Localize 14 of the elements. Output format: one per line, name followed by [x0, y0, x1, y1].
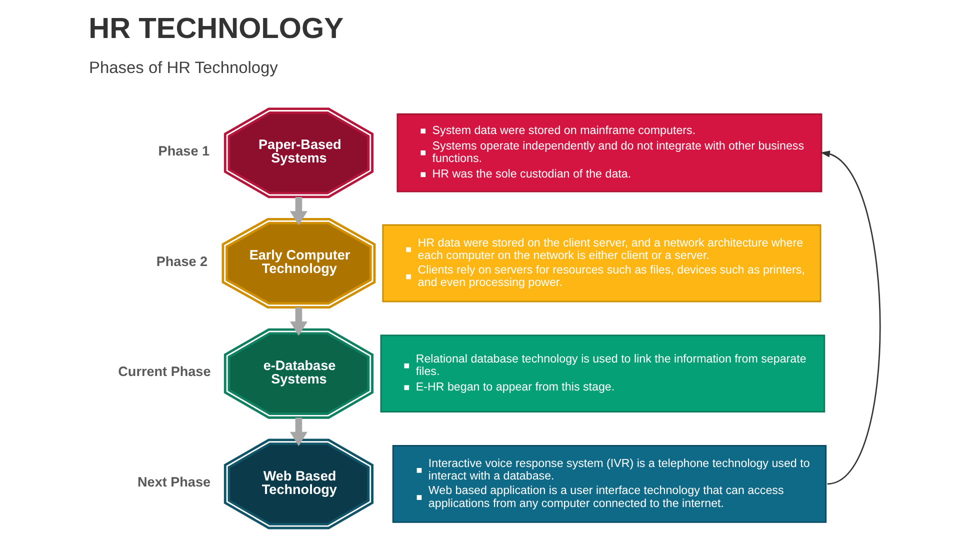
diagram-title: HR TECHNOLOGY [88, 13, 343, 46]
node-label: Next Phase [137, 474, 210, 490]
arrow [289, 197, 307, 226]
node-label: Current Phase [118, 364, 210, 380]
arrow [820, 150, 880, 485]
arrow [289, 418, 307, 446]
node-label: Phase 1 [158, 143, 210, 158]
node-box: HR data were stored on the client server, and a network architecture where each computer on the network is either client or a server. Clients rely on servers for resources such as files, devices such as printers, and even processing power. [382, 224, 821, 302]
node-box: Relational database technology is used to link the information from separate files. E-HR began to appear from this stage. [380, 334, 825, 413]
node-box: System data were stored on mainframe computers. Systems operate independently and do not integrate with other business functions. HR was the sole custodian of the data. [396, 113, 822, 192]
node-box: Interactive voice response system (IVR) is a telephone technology used to interact with a database. Web based application is a user interface technology that can access applications from any computer connected to the internet. [392, 444, 826, 523]
arrow [289, 307, 307, 336]
label: Phases of HR Technology [88, 59, 278, 78]
node-label: Phase 2 [156, 254, 208, 269]
